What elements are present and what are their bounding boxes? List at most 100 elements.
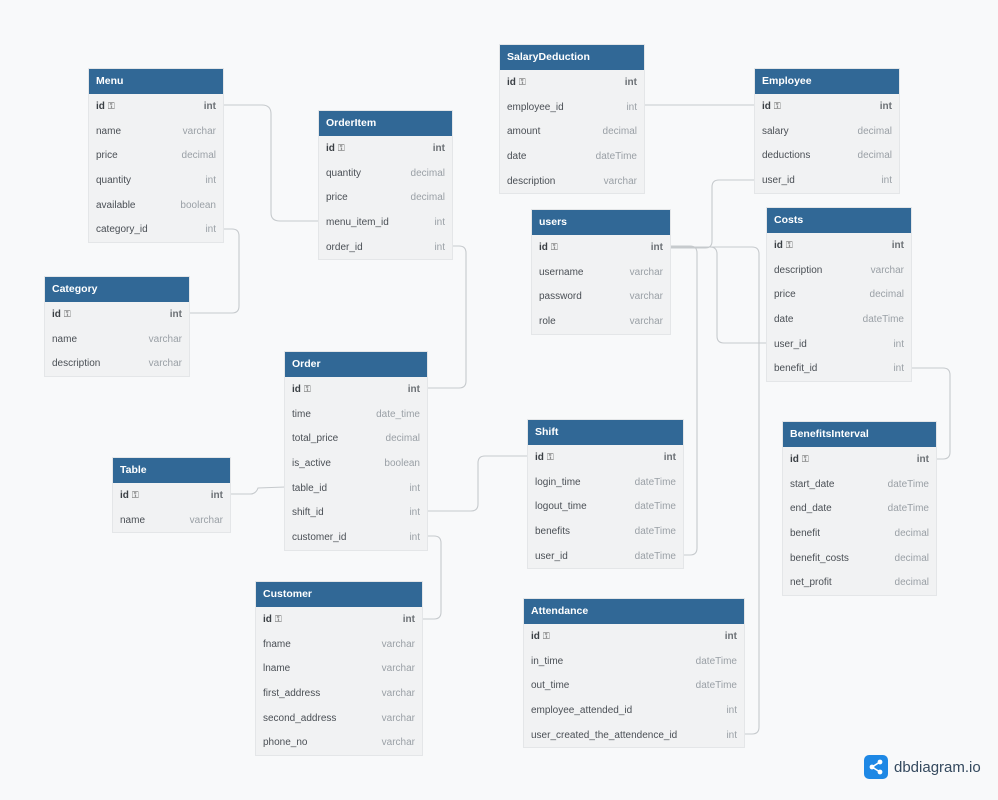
field-type: int [409,482,420,494]
table-header[interactable]: Menu [89,69,223,94]
field-row[interactable]: id⚿int [319,136,452,161]
relationship-line[interactable] [670,246,767,344]
field-row[interactable]: id⚿int [500,70,644,95]
table-header[interactable]: users [532,210,670,235]
table-header[interactable]: Shift [528,420,683,445]
field-row[interactable]: id⚿int [285,377,427,402]
field-row[interactable]: id⚿int [528,445,683,470]
field-row[interactable]: id⚿int [113,483,230,508]
table-header[interactable]: Order [285,352,427,377]
relationship-line[interactable] [427,455,528,512]
table-header[interactable]: Attendance [524,599,744,624]
field-row[interactable]: id⚿int [89,94,223,119]
relationship-line[interactable] [670,179,755,249]
table-header[interactable]: Employee [755,69,899,94]
field-row[interactable]: id⚿int [532,235,670,260]
field-row[interactable]: id⚿int [767,233,911,258]
relationship-line[interactable] [230,486,286,495]
table-header[interactable]: SalaryDeduction [500,45,644,70]
field-row[interactable]: id⚿int [783,447,936,472]
table-header[interactable]: Category [45,277,189,302]
field-row[interactable]: id⚿int [524,624,744,649]
field-row[interactable]: id⚿int [256,607,422,632]
field-row[interactable]: id⚿int [45,302,189,327]
field-row[interactable]: id⚿int [755,94,899,119]
table-header[interactable]: OrderItem [319,111,452,136]
table-header[interactable]: BenefitsInterval [783,422,936,447]
table-header[interactable]: Customer [256,582,422,607]
brand-logo[interactable]: dbdiagram.io [864,755,981,779]
relationship-line[interactable] [223,104,319,222]
relationship-line[interactable] [427,245,467,389]
field-name: description [774,264,823,276]
table-header[interactable]: Table [113,458,230,483]
table-header[interactable]: Costs [767,208,911,233]
